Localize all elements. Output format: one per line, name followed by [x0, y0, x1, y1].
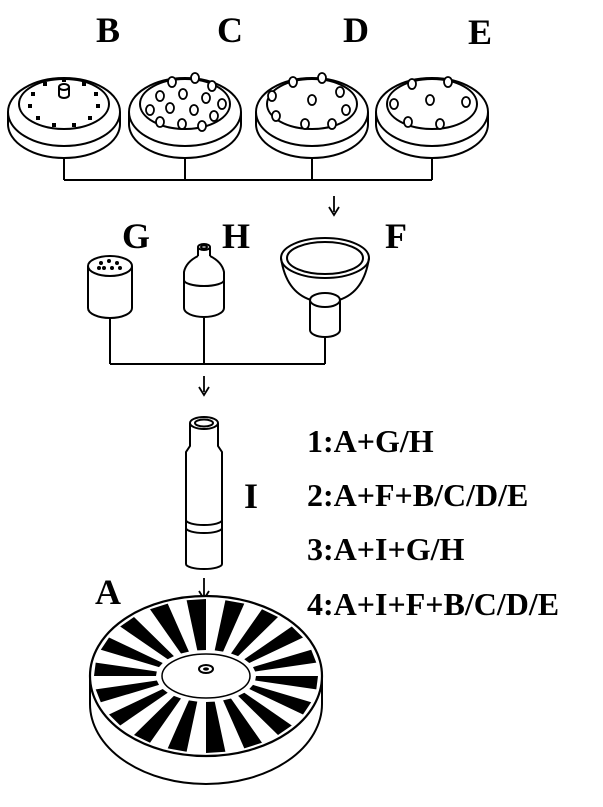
turntable-band: [150, 603, 189, 654]
turntable-band: [100, 637, 163, 668]
label-c: C: [217, 10, 243, 50]
turntable-band: [186, 599, 206, 651]
label-a: A: [95, 572, 121, 612]
middle-connector: [109, 318, 326, 365]
label-d: D: [343, 10, 369, 50]
disc-d: [255, 72, 369, 159]
turntable-band: [167, 700, 198, 752]
combination-3: 3:A+I+G/H: [307, 531, 464, 567]
turntable-band: [206, 701, 226, 753]
label-i: I: [244, 476, 258, 516]
combination-4: 4:A+I+F+B/C/D/E: [307, 586, 559, 622]
turntable-band: [94, 662, 157, 676]
top-connector: [63, 158, 433, 181]
turntable-band: [231, 609, 278, 657]
label-g: G: [122, 216, 150, 256]
arrow-down-icon: [328, 196, 340, 217]
turntable-band: [223, 698, 262, 749]
label-h: H: [222, 216, 250, 256]
turntable-band: [214, 600, 245, 652]
part-a: [88, 594, 324, 785]
turntable-band: [249, 684, 312, 715]
disc-c: [128, 72, 242, 159]
part-g: [87, 255, 133, 319]
label-b: B: [96, 10, 120, 50]
turntable-band: [244, 626, 303, 663]
disc-b: [7, 77, 121, 159]
label-e: E: [468, 12, 492, 52]
part-f: [280, 237, 370, 338]
turntable-band: [109, 689, 168, 726]
label-f: F: [385, 216, 407, 256]
part-h: [183, 243, 225, 318]
disc-e: [375, 76, 489, 159]
turntable-band: [120, 617, 174, 660]
turntable-band: [95, 680, 159, 703]
turntable-band: [253, 649, 317, 672]
arrow-down-icon: [198, 376, 210, 397]
combination-1: 1:A+G/H: [307, 423, 434, 459]
part-i: [185, 416, 223, 570]
turntable-band: [238, 692, 292, 735]
combination-2: 2:A+F+B/C/D/E: [307, 477, 528, 513]
turntable-band: [255, 676, 318, 690]
turntable-band: [134, 695, 181, 743]
